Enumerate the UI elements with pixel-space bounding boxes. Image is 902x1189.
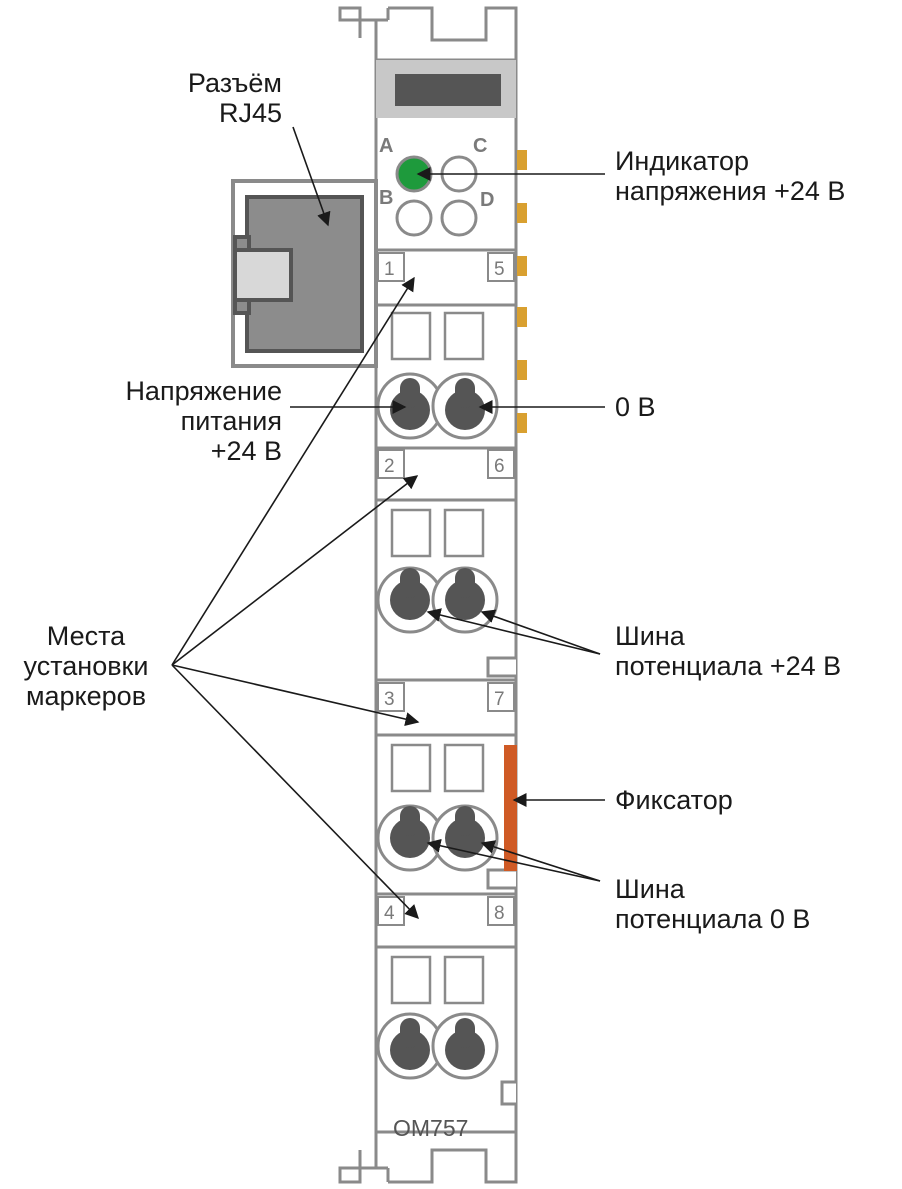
model-number: OM757: [393, 1115, 468, 1141]
terminal-block-2: [376, 508, 499, 634]
led-letter-c: C: [473, 135, 487, 157]
label-zero-v: 0 В: [615, 392, 656, 422]
bottom-rail-clip: [338, 1132, 518, 1184]
marker-number-1: 1: [384, 259, 395, 280]
marker-number-3: 3: [384, 689, 395, 710]
marker-number-8: 8: [494, 903, 505, 924]
terminal-block-4: [376, 955, 499, 1080]
label-latch: Фиксатор: [615, 785, 733, 815]
marker-number-7: 7: [494, 689, 505, 710]
clamp-3b-icon: [445, 818, 485, 858]
marker-number-boxes: [377, 252, 515, 926]
side-contacts: [517, 150, 527, 433]
marker-number-4: 4: [384, 903, 395, 924]
led-letter-b: B: [379, 187, 393, 209]
clamp-4a-icon: [390, 1030, 430, 1070]
clamp-1b-icon: [445, 390, 485, 430]
led-letter-a: A: [379, 135, 393, 157]
display-window: [395, 74, 501, 106]
rj45-connector: [231, 179, 378, 368]
leader-lines: [171, 126, 605, 920]
clamp-4b-icon: [445, 1030, 485, 1070]
clamp-2b-icon: [445, 580, 485, 620]
marker-strips: [376, 248, 516, 949]
marker-number-5: 5: [494, 259, 505, 280]
led-d-icon: [440, 199, 478, 237]
marker-number-6: 6: [494, 456, 505, 477]
marker-number-2: 2: [384, 456, 395, 477]
top-rail-clip: [338, 6, 518, 60]
led-letter-d: D: [480, 189, 494, 211]
latch-icon: [504, 745, 517, 871]
clamp-2a-icon: [390, 580, 430, 620]
led-b-icon: [395, 199, 433, 237]
clamp-3a-icon: [390, 818, 430, 858]
terminal-block-3: [376, 743, 499, 872]
housing-notches: [486, 656, 516, 1106]
